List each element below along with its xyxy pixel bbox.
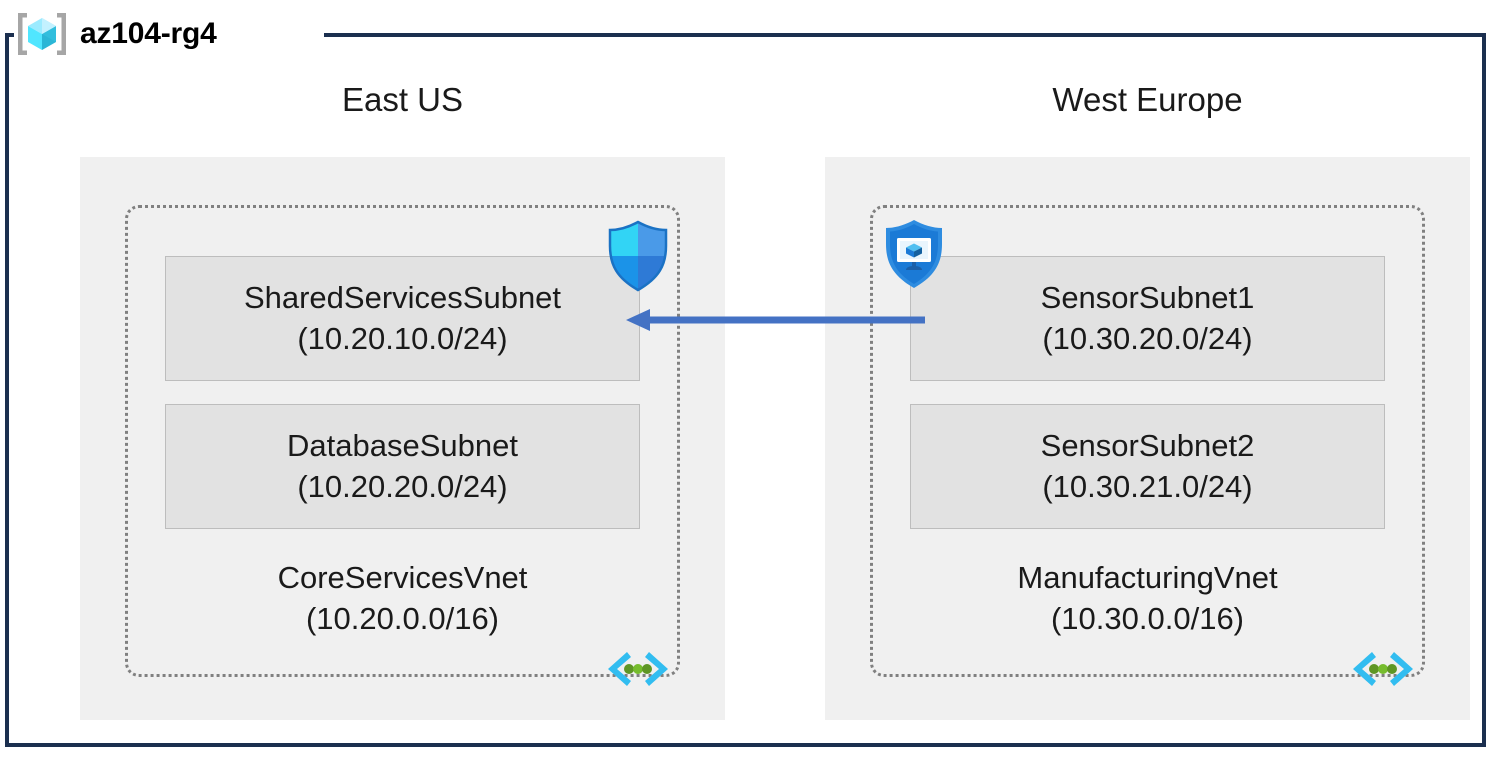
vnet-core-services[interactable]: SharedServicesSubnet (10.20.10.0/24) Dat… (125, 205, 680, 686)
subnet-name: SensorSubnet2 (1040, 428, 1255, 464)
resource-group-header: az104-rg4 (14, 8, 217, 60)
resource-group-frame (5, 33, 1486, 747)
vnet-manufacturing[interactable]: SensorSubnet1 (10.30.20.0/24) SensorSubn… (870, 205, 1425, 686)
subnet-name: SharedServicesSubnet (243, 280, 562, 316)
subnet-database[interactable]: DatabaseSubnet (10.20.20.0/24) (165, 404, 640, 529)
application-security-group-shield-icon[interactable] (883, 218, 945, 290)
subnet-sensor-1[interactable]: SensorSubnet1 (10.30.20.0/24) (886, 220, 1385, 381)
region-label-west-europe: West Europe (1052, 81, 1243, 118)
vnet-cidr: (10.30.0.0/16) (1050, 601, 1245, 637)
vnet-cidr: (10.20.0.0/16) (305, 601, 500, 637)
subnet-cidr: (10.20.20.0/24) (297, 468, 508, 504)
vnet-peering-arrow[interactable] (620, 300, 925, 340)
resource-group-cube-icon (18, 13, 66, 55)
subnet-cidr: (10.30.20.0/24) (1042, 320, 1253, 356)
subnet-cidr: (10.30.21.0/24) (1042, 468, 1253, 504)
subnet-name: SensorSubnet1 (1040, 280, 1255, 316)
region-container-east-us: SharedServicesSubnet (10.20.10.0/24) Dat… (80, 157, 725, 720)
subnet-sensor-2[interactable]: SensorSubnet2 (10.30.21.0/24) (910, 404, 1385, 529)
subnet-shared-services[interactable]: SharedServicesSubnet (10.20.10.0/24) (165, 220, 668, 381)
subnet-name: DatabaseSubnet (287, 428, 518, 464)
region-container-west-europe: SensorSubnet1 (10.30.20.0/24) SensorSubn… (825, 157, 1470, 720)
subnet-cidr: (10.20.10.0/24) (297, 320, 508, 356)
vnet-name: CoreServicesVnet (277, 560, 528, 596)
vnet-label-group-core-services: CoreServicesVnet (10.20.0.0/16) (128, 558, 677, 640)
virtual-network-icon[interactable] (1350, 648, 1416, 690)
vnet-name: ManufacturingVnet (1017, 560, 1278, 596)
subnet-list-manufacturing: SensorSubnet1 (10.30.20.0/24) SensorSubn… (886, 220, 1385, 529)
resource-group-title: az104-rg4 (80, 17, 217, 50)
subnet-list-core-services: SharedServicesSubnet (10.20.10.0/24) Dat… (165, 220, 668, 529)
network-security-group-shield-icon[interactable] (607, 220, 669, 292)
region-west-europe: West Europe (825, 81, 1470, 720)
region-east-us: East US (80, 81, 725, 720)
region-label-east-us: East US (341, 81, 464, 118)
virtual-network-icon[interactable] (605, 648, 671, 690)
vnet-label-group-manufacturing: ManufacturingVnet (10.30.0.0/16) (873, 558, 1422, 640)
